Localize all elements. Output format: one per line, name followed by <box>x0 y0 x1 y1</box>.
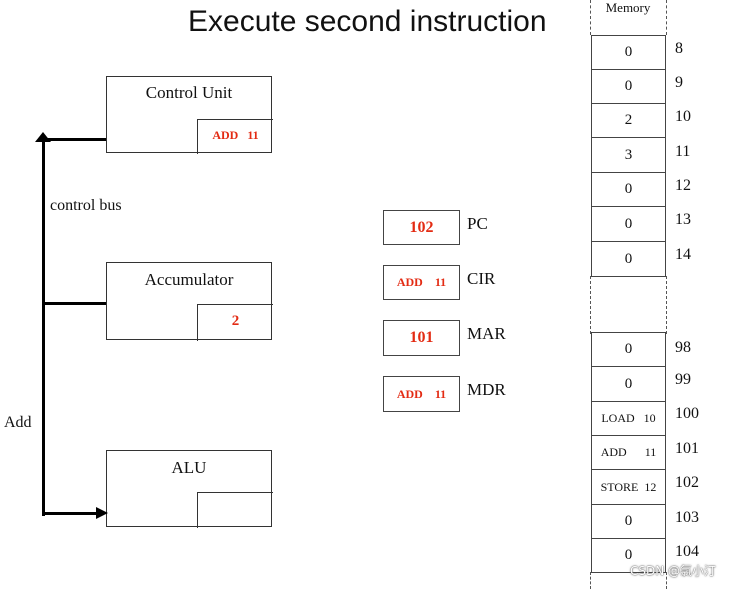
memory-cell-11: 3 <box>591 137 666 173</box>
memory-cell-13: 0 <box>591 206 666 242</box>
memory-address-14: 14 <box>675 246 691 263</box>
bus-vertical-line <box>42 139 45 516</box>
memory-bottom-right-dashed-line <box>666 572 667 589</box>
memory-address-104: 104 <box>675 543 699 560</box>
alu-slot <box>197 492 273 528</box>
control-unit-label: Control Unit <box>145 83 233 102</box>
memory-cell-10: 2 <box>591 103 666 138</box>
pc-label: PC <box>467 214 488 233</box>
memory-cell-8: 0 <box>591 35 666 70</box>
mdr-register: ADD 11 <box>383 376 460 412</box>
bus-to-alu-line <box>44 512 100 515</box>
accumulator-value-slot: 2 <box>197 304 273 341</box>
memory-gap-left-dashed-line <box>590 276 591 334</box>
bus-arrowhead-left-icon <box>35 132 51 142</box>
accumulator-label: Accumulator <box>144 270 234 289</box>
memory-cell-100: LOAD 10 <box>591 401 666 436</box>
memory-cell-12: 0 <box>591 172 666 207</box>
alu-label: ALU <box>171 458 207 477</box>
memory-right-dashed-line <box>666 0 667 35</box>
memory-address-13: 13 <box>675 211 691 228</box>
memory-left-dashed-line <box>590 0 591 35</box>
memory-cell-104: 0 <box>591 538 666 573</box>
memory-cell-102: STORE 12 <box>591 469 666 505</box>
control-unit-box: Control Unit ADD 11 <box>106 76 273 154</box>
memory-cell-9: 0 <box>591 69 666 104</box>
memory-cell-98: 0 <box>591 332 666 367</box>
memory-cell-99: 0 <box>591 366 666 402</box>
memory-address-103: 103 <box>675 509 699 526</box>
pc-register: 102 <box>383 210 460 245</box>
pc-value: 102 <box>409 218 434 236</box>
memory-address-98: 98 <box>675 339 691 356</box>
memory-address-101: 101 <box>675 440 699 457</box>
memory-address-8: 8 <box>675 40 683 57</box>
add-signal-label: Add <box>4 414 32 431</box>
memory-address-10: 10 <box>675 108 691 125</box>
control-bus-label: control bus <box>50 197 122 214</box>
alu-box: ALU <box>106 450 273 528</box>
accumulator-box: Accumulator 2 <box>106 262 273 341</box>
memory-header: Memory <box>605 0 651 15</box>
mar-label: MAR <box>467 324 506 343</box>
cir-value: ADD 11 <box>396 275 447 289</box>
cir-register: ADD 11 <box>383 265 460 300</box>
control-unit-instruction-slot: ADD 11 <box>197 119 273 154</box>
mdr-label: MDR <box>467 380 506 399</box>
bus-to-control-unit-line <box>44 138 106 141</box>
bus-to-accumulator-line <box>44 302 106 305</box>
mar-register: 101 <box>383 320 460 356</box>
memory-bottom-left-dashed-line <box>590 572 591 589</box>
memory-gap-right-dashed-line <box>666 276 667 334</box>
accumulator-value: 2 <box>231 313 240 329</box>
page-title: Execute second instruction <box>188 5 547 38</box>
memory-address-12: 12 <box>675 177 691 194</box>
memory-address-100: 100 <box>675 405 699 422</box>
mar-value: 101 <box>409 329 434 346</box>
memory-cell-101: ADD 11 <box>591 435 666 470</box>
control-unit-instruction: ADD 11 <box>212 128 259 142</box>
memory-address-9: 9 <box>675 74 683 91</box>
memory-cell-14: 0 <box>591 241 666 277</box>
memory-address-102: 102 <box>675 474 699 491</box>
memory-address-11: 11 <box>675 143 691 160</box>
mdr-value: ADD 11 <box>396 386 447 401</box>
memory-address-99: 99 <box>675 371 691 388</box>
cir-label: CIR <box>467 269 496 288</box>
memory-cell-103: 0 <box>591 504 666 539</box>
bus-arrowhead-right-icon <box>96 507 108 519</box>
watermark: CSDN @氯小汀 <box>630 564 717 578</box>
